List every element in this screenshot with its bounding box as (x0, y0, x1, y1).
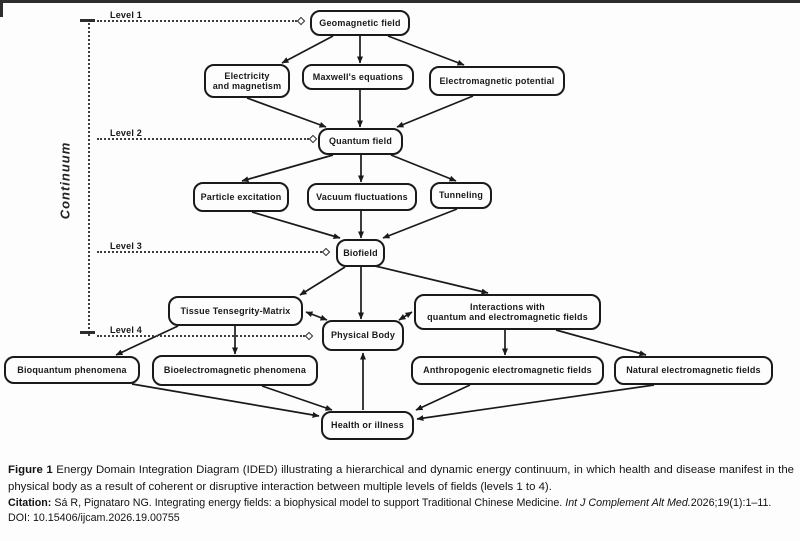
node-tissue-tensegrity-matrix: Tissue Tensegrity-Matrix (168, 296, 303, 326)
node-label: Tissue Tensegrity-Matrix (180, 305, 291, 316)
node-label: quantum and electromagnetic fields (427, 312, 588, 322)
edge-anthropogenic-health (415, 384, 471, 411)
node-tunneling: Tunneling (430, 182, 492, 209)
edge-natural-health (416, 384, 655, 422)
node-label: Bioquantum phenomena (17, 364, 127, 375)
scan-top-border (0, 0, 800, 3)
figure-caption-text: Energy Domain Integration Diagram (IDED)… (8, 464, 794, 493)
citation-volume: 2026;19(1):1–11. (690, 497, 772, 509)
citation-journal: Int J Complement Alt Med. (565, 497, 691, 509)
edge-geomagnetic-electricity (281, 35, 334, 64)
level-3-dotted-line (97, 251, 322, 253)
edge-ttm-bioquantum (115, 325, 179, 356)
node-physical-body: Physical Body (322, 320, 404, 351)
node-anthropogenic-em-fields: Anthropogenic electromagnetic fields (411, 356, 604, 385)
figure-caption: Figure 1 Energy Domain Integration Diagr… (8, 462, 794, 494)
edge-bioquantum-health (131, 383, 320, 418)
continuum-bracket-bottom-tick (80, 331, 95, 334)
edge-ttm-physbody (305, 311, 328, 321)
node-label: Biofield (343, 247, 378, 258)
node-label: Bioelectromagnetic phenomena (163, 365, 307, 376)
node-health-or-illness: Health or illness (321, 411, 414, 440)
doi-line: DOI: 10.15406/ijcam.2026.19.00755 (8, 512, 180, 525)
node-geomagnetic-field: Geomagnetic field (310, 10, 410, 36)
edge-quantum-particle (241, 154, 334, 183)
node-bioquantum-phenomena: Bioquantum phenomena (4, 356, 140, 384)
node-interactions-quantum-em: Interactions with quantum and electromag… (414, 294, 601, 330)
figure-caption-label: Figure 1 (8, 464, 53, 477)
node-electricity-and-magnetism: Electricity and magnetism (204, 64, 290, 98)
node-label: Interactions with (470, 301, 545, 312)
node-particle-excitation: Particle excitation (193, 182, 289, 212)
level-1-dotted-line (97, 20, 297, 22)
edge-geomagnetic-empotential (387, 35, 465, 66)
node-label: Geomagnetic field (319, 17, 401, 28)
node-label: Maxwell's equations (312, 71, 404, 82)
node-label: Quantum field (328, 136, 393, 147)
node-label: Electricity (224, 70, 270, 81)
level-2-dotted-line (97, 138, 309, 140)
edge-interactions-natural (555, 329, 647, 357)
node-bioelectromagnetic-phenomena: Bioelectromagnetic phenomena (152, 355, 318, 386)
edge-physbody-interactions (398, 311, 413, 321)
level-4-dotted-line (97, 335, 305, 337)
node-label: and magnetism (212, 81, 282, 91)
edge-bioelectromagnetic-health (261, 385, 333, 411)
node-label: Physical Body (330, 330, 396, 341)
scan-left-border (0, 3, 3, 17)
citation-block: Citation: Sá R, Pignataro NG. Integratin… (8, 496, 794, 526)
edge-empotential-quantum (396, 95, 474, 128)
continuum-bracket-top-tick (80, 19, 95, 22)
node-vacuum-fluctuations: Vacuum fluctuations (307, 183, 417, 211)
continuum-label: Continuum (57, 141, 73, 219)
node-label: Vacuum fluctuations (316, 191, 408, 202)
node-label: Particle excitation (200, 191, 282, 202)
citation-line: Citation: Sá R, Pignataro NG. Integratin… (8, 496, 794, 511)
node-electromagnetic-potential: Electromagnetic potential (429, 66, 565, 96)
continuum-bracket-line (88, 20, 90, 336)
edge-tunneling-biofield (382, 208, 458, 239)
edge-quantum-tunneling (390, 154, 457, 182)
level-2-label: Level 2 (110, 128, 142, 138)
level-1-label: Level 1 (110, 10, 142, 20)
level-3-label: Level 3 (110, 241, 142, 251)
citation-text: Sá R, Pignataro NG. Integrating energy f… (54, 497, 563, 509)
edge-particle-biofield (251, 211, 341, 240)
node-biofield: Biofield (336, 239, 385, 267)
node-label: Tunneling (438, 190, 484, 201)
node-label: Health or illness (331, 420, 404, 431)
node-label: Natural electromagnetic fields (626, 365, 761, 376)
edge-biofield-ttm (299, 266, 346, 296)
node-label: Anthropogenic electromagnetic fields (423, 365, 592, 376)
level-4-label: Level 4 (110, 325, 142, 335)
node-maxwells-equations: Maxwell's equations (302, 64, 414, 90)
node-natural-em-fields: Natural electromagnetic fields (614, 356, 773, 385)
edge-electricity-quantum (246, 97, 327, 128)
node-label: Electromagnetic potential (439, 75, 555, 86)
node-quantum-field: Quantum field (318, 128, 403, 155)
edge-biofield-interactions (374, 265, 489, 295)
citation-label: Citation: (8, 497, 52, 509)
